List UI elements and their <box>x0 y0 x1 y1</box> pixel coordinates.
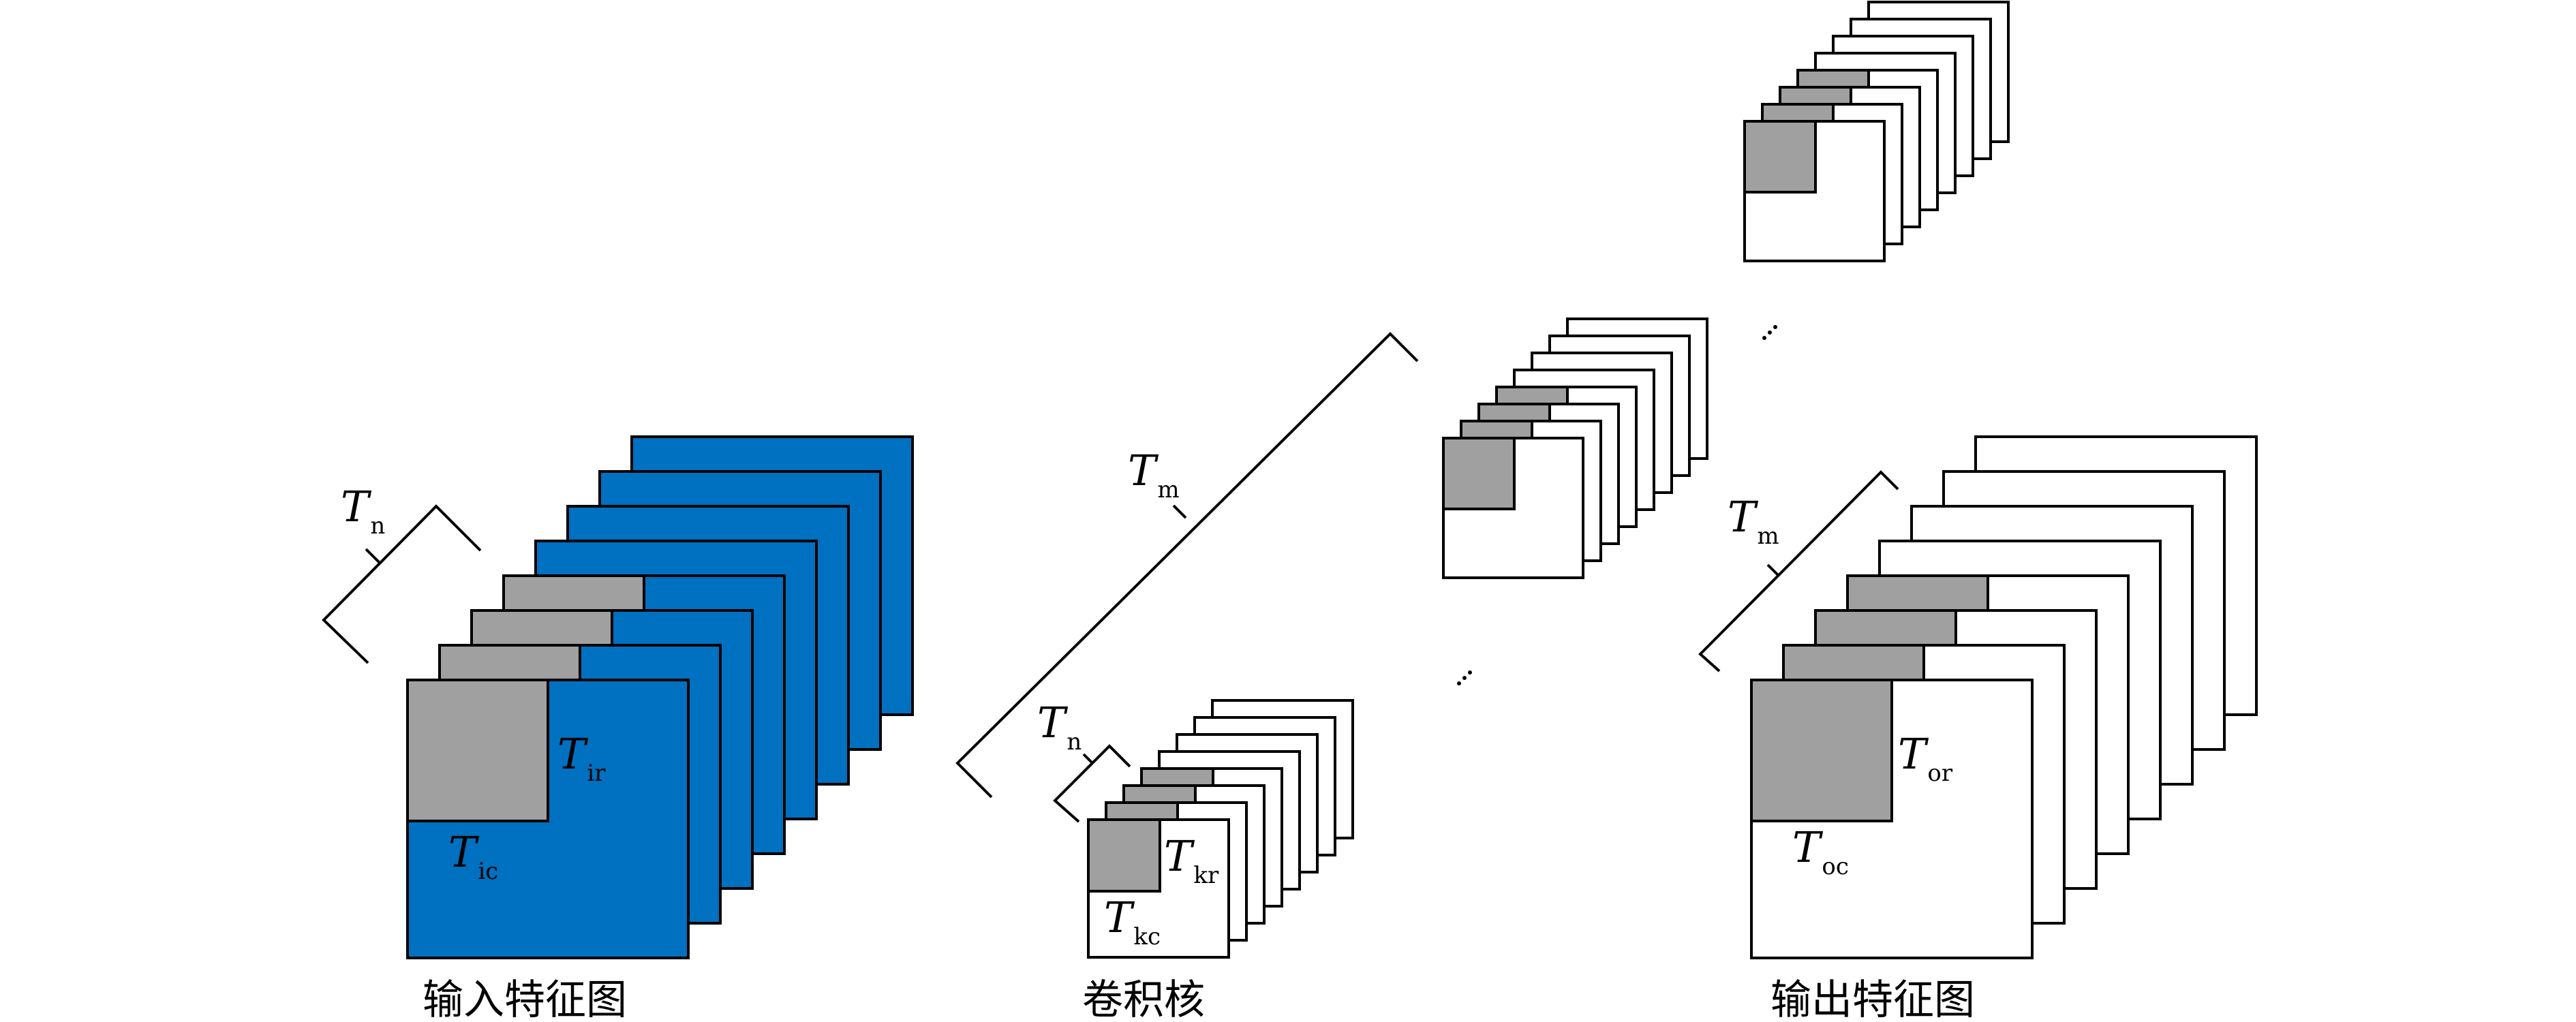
input-feature-map-stack <box>406 435 914 959</box>
output-feature-map-stack <box>1750 435 2258 959</box>
caption-output-feature-map: 输出特征图 <box>1770 976 1975 1022</box>
input-tn-tick <box>365 548 381 564</box>
label-kernel-tkc: Tkc <box>1104 893 1161 950</box>
kernel-mid-tile <box>1442 437 1516 510</box>
kernel-tn-tick <box>1082 753 1094 764</box>
label-output-toc: Toc <box>1792 822 1849 880</box>
label-kernel-tn: Tn <box>1037 698 1082 756</box>
label-input-tn: Tn <box>341 482 385 540</box>
label-output-tm: Tm <box>1728 492 1779 550</box>
input-tile <box>406 679 549 822</box>
kernel-top-tile <box>1743 120 1817 193</box>
ellipsis-dots-icon <box>1457 325 1777 685</box>
caption-input-feature-map: 输入特征图 <box>423 976 627 1022</box>
kernel-tm-bracket <box>955 332 1419 799</box>
output-tm-tick <box>1766 563 1780 577</box>
label-output-tor: Tor <box>1898 729 1953 787</box>
caption-kernel: 卷积核 <box>1082 976 1205 1022</box>
kernel-stack-mid <box>1442 318 1708 579</box>
input-tn-bracket <box>322 504 482 664</box>
kernel-stack-top <box>1743 1 2010 262</box>
output-tile <box>1750 679 1893 822</box>
label-kernel-tm: Tm <box>1128 446 1180 504</box>
kernel-front-tile <box>1087 818 1161 893</box>
output-tm-bracket <box>1698 470 1899 672</box>
label-input-tic: Tic <box>448 827 498 885</box>
label-kernel-tkr: Tkr <box>1164 831 1219 889</box>
kernel-stack-front <box>1087 699 1354 959</box>
kernel-tm-tick <box>1172 504 1187 519</box>
kernel-tn-bracket <box>1053 744 1131 823</box>
label-input-tir: Tir <box>557 729 606 787</box>
